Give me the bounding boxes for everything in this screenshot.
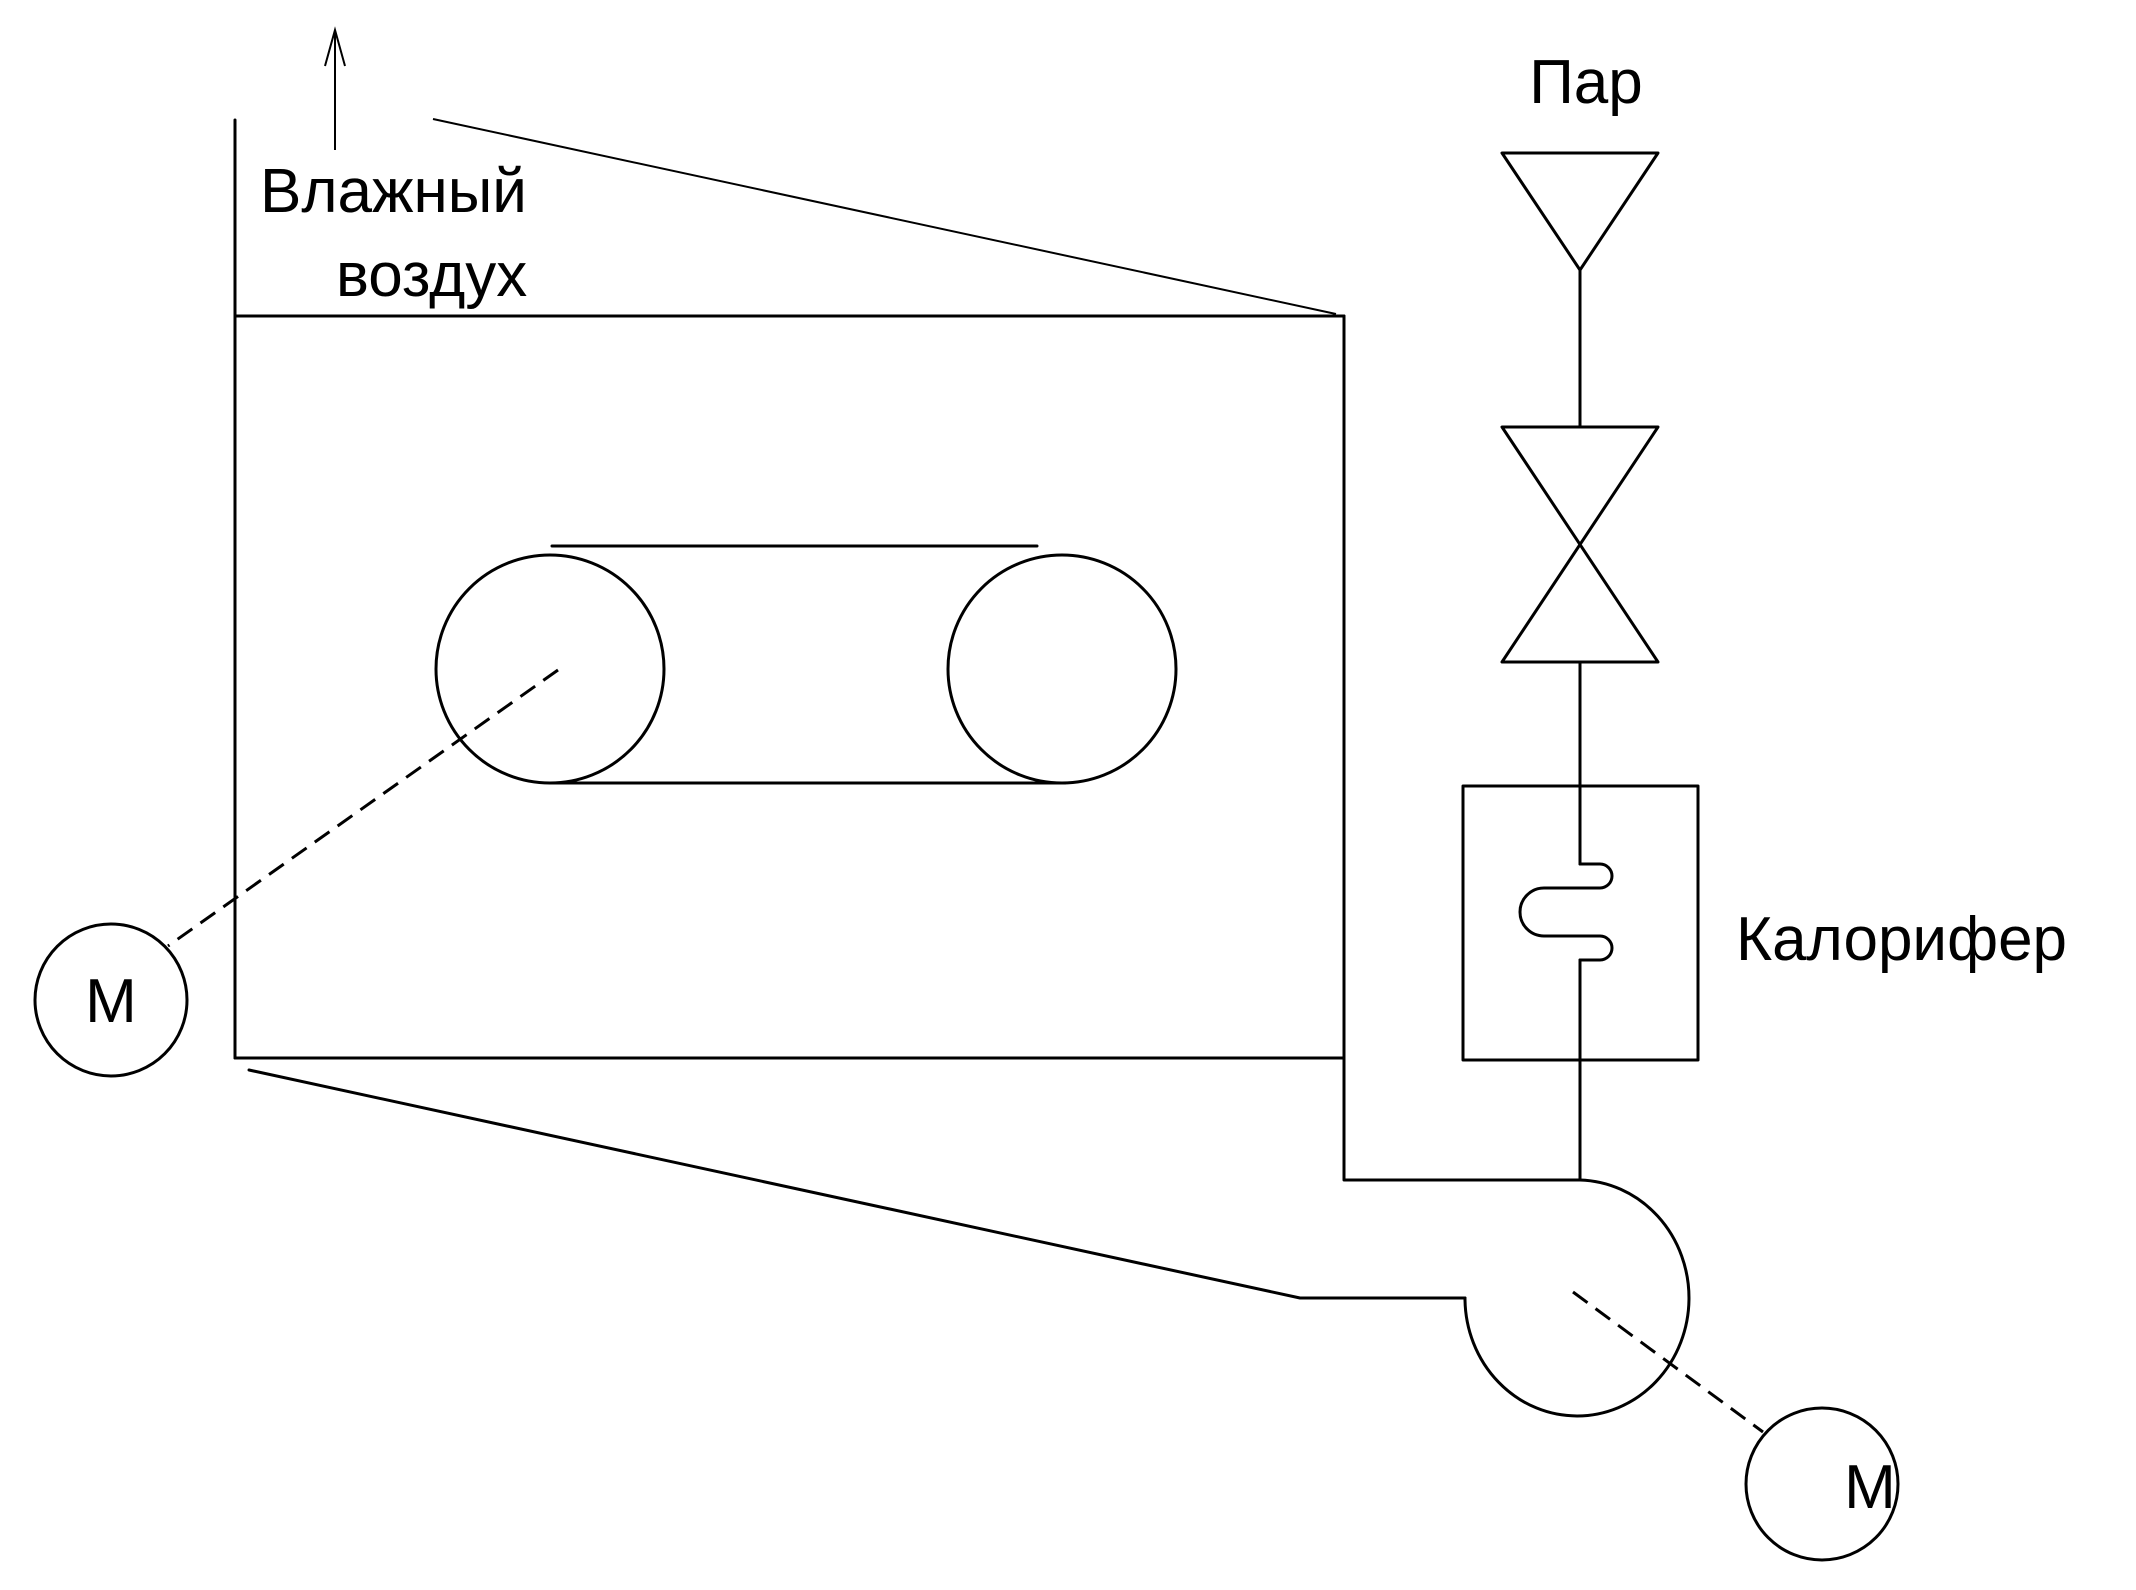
calorifier	[1461, 784, 1700, 1062]
fan-outlet-duct	[247, 1068, 1467, 1300]
right-motor-label: М	[1844, 1453, 1896, 1522]
humid-air-label-line1: Влажный	[260, 157, 527, 226]
steam-label: Пар	[1529, 48, 1643, 117]
left-motor-drive-link	[167, 668, 559, 948]
calorifier-label: Калорифер	[1736, 905, 2067, 974]
humid-air-outlet-arrow	[324, 26, 346, 150]
conveyor-belt	[434, 544, 1178, 785]
conveyor-drive-drum	[434, 553, 666, 785]
left-motor: М	[33, 922, 189, 1078]
steam-inlet-icon	[1500, 151, 1660, 272]
drying-chamber	[233, 118, 1346, 1060]
conveyor-idler-drum	[946, 553, 1178, 785]
left-motor-label: М	[85, 967, 137, 1036]
right-motor: М	[1744, 1406, 1900, 1562]
chamber-outlet-duct	[1342, 1056, 1582, 1182]
fan-housing	[1463, 1178, 1691, 1418]
right-motor-drive-link	[1572, 1290, 1764, 1434]
steam-valve-icon	[1500, 425, 1660, 664]
humid-air-label-line2: воздух	[336, 241, 527, 310]
